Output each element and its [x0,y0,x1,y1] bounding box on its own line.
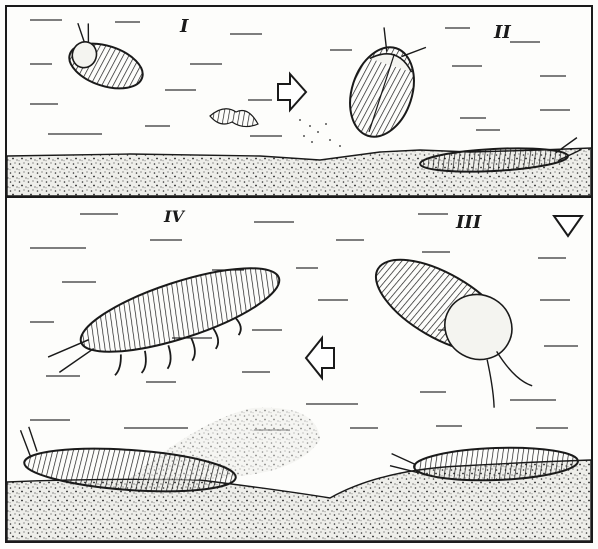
stage-label-3: III [455,212,482,233]
trilobite-stage-2 [339,24,429,145]
sediment-puff [299,119,341,147]
stage-label-2: II [493,22,511,43]
arrow-left-icon [306,338,334,378]
arrow-right-icon [278,74,306,110]
debris-fragment [210,109,258,127]
stage-label-1: I [179,16,189,37]
arrow-down-icon [554,216,582,236]
trilobite-stage-1 [62,20,153,96]
stage-label-4: IV [163,207,185,226]
panel-top: I II [7,16,591,196]
panel-bottom: IV III [7,207,591,541]
trilobite-stage-4 [38,251,295,402]
trilobite-stage-3 [347,241,560,418]
